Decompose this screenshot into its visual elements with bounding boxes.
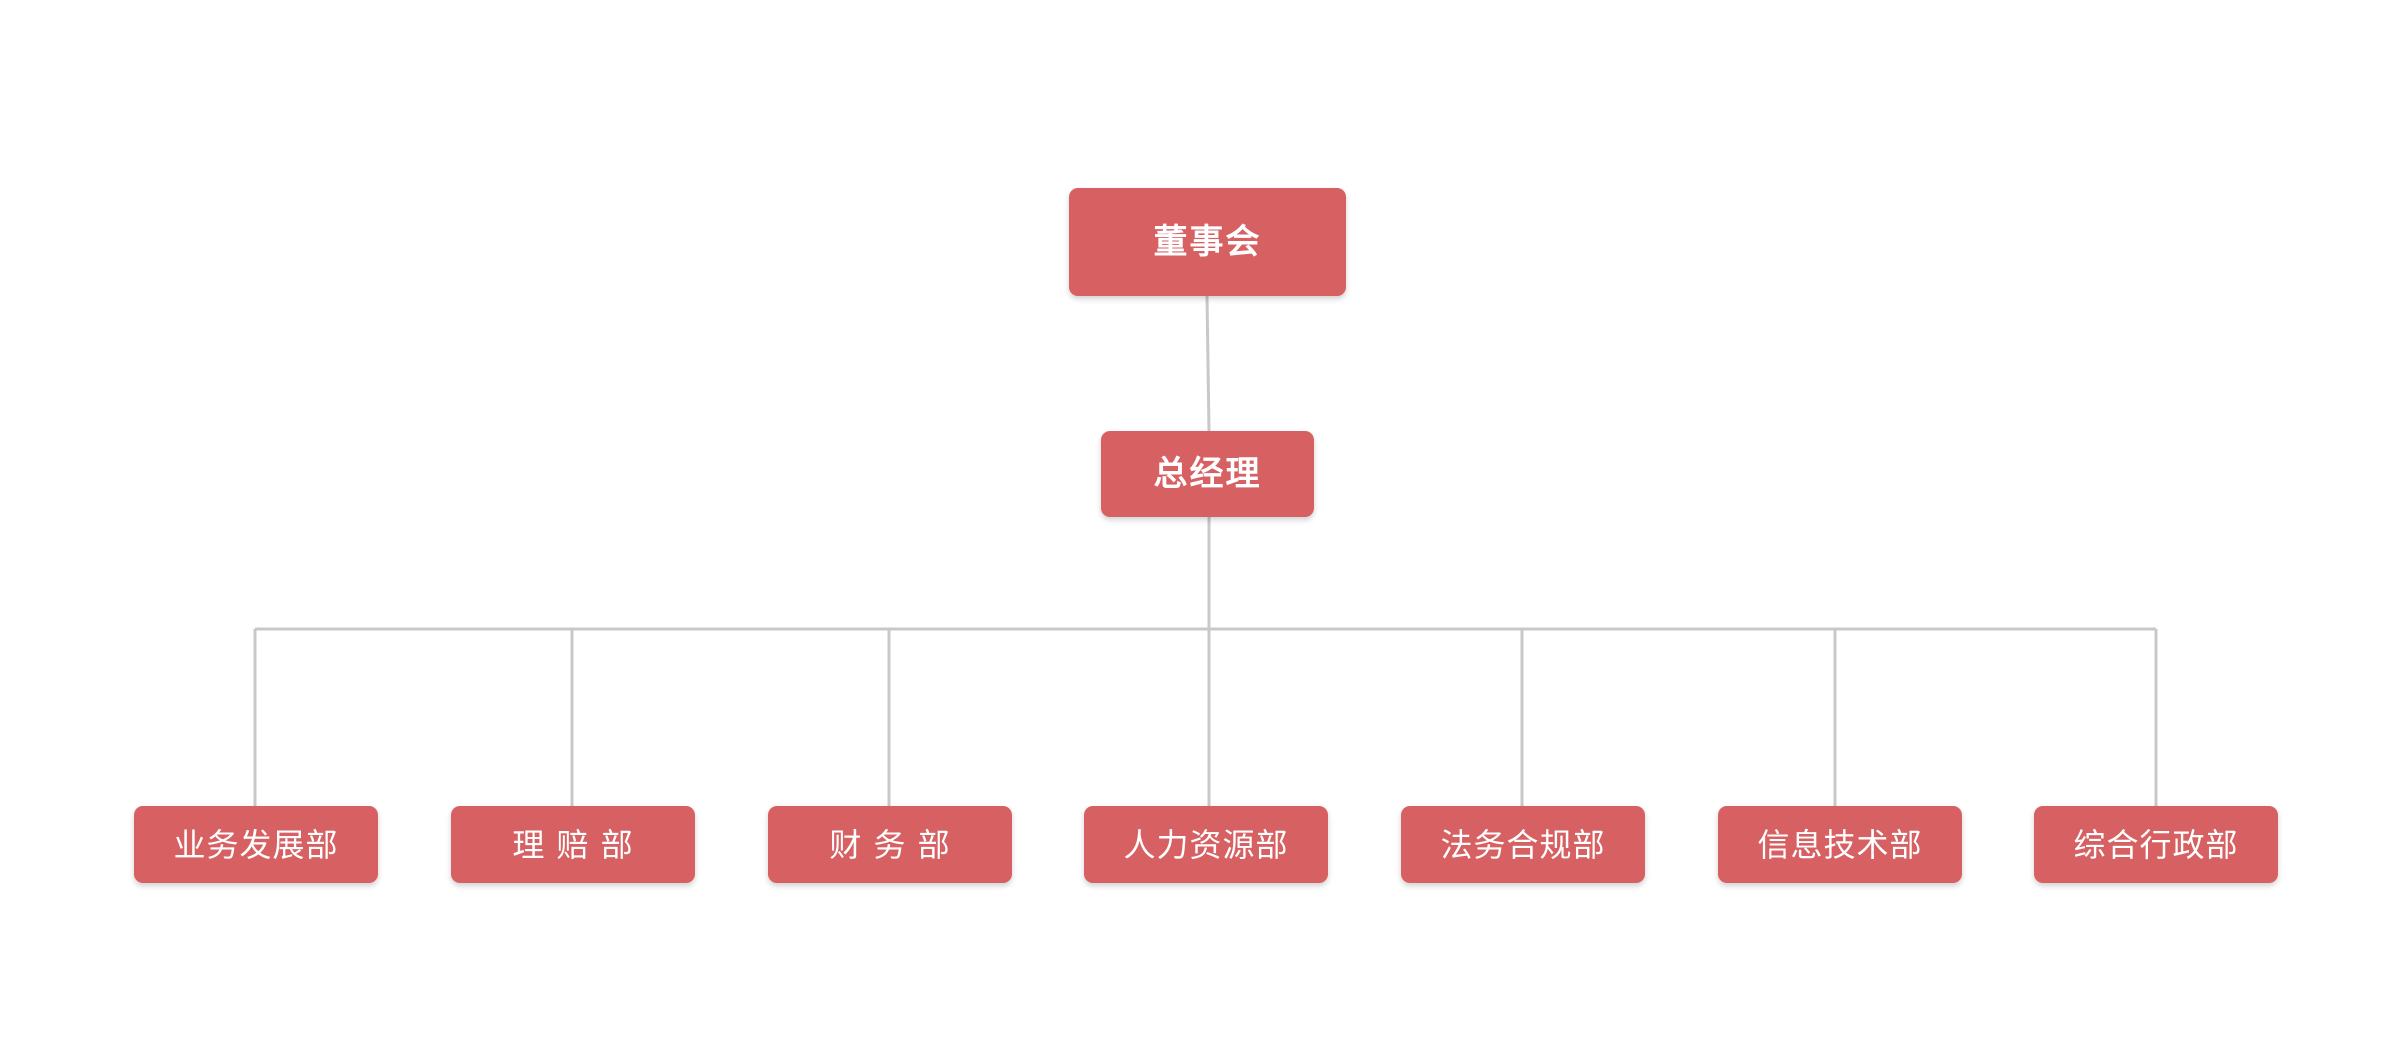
org-node-general-manager-label: 总经理 xyxy=(1153,454,1262,494)
department-label: 理 赔 部 xyxy=(512,825,634,864)
org-node-finance: 财 务 部 xyxy=(768,806,1012,883)
department-label: 信息技术部 xyxy=(1757,825,1923,864)
org-node-board: 董事会 xyxy=(1069,188,1346,296)
department-label: 综合行政部 xyxy=(2073,825,2239,864)
org-node-general-administration: 综合行政部 xyxy=(2034,806,2278,883)
department-label: 人力资源部 xyxy=(1123,825,1289,864)
org-node-general-manager: 总经理 xyxy=(1101,431,1314,517)
department-label: 财 务 部 xyxy=(829,825,951,864)
org-node-business-development: 业务发展部 xyxy=(134,806,378,883)
department-label: 法务合规部 xyxy=(1440,825,1606,864)
department-label: 业务发展部 xyxy=(173,825,339,864)
org-node-human-resources: 人力资源部 xyxy=(1084,806,1328,883)
org-node-information-technology: 信息技术部 xyxy=(1718,806,1962,883)
org-node-claims: 理 赔 部 xyxy=(451,806,695,883)
org-node-legal-compliance: 法务合规部 xyxy=(1401,806,1645,883)
connector-board-to-gm xyxy=(1205,295,1211,432)
org-node-board-label: 董事会 xyxy=(1153,222,1262,262)
